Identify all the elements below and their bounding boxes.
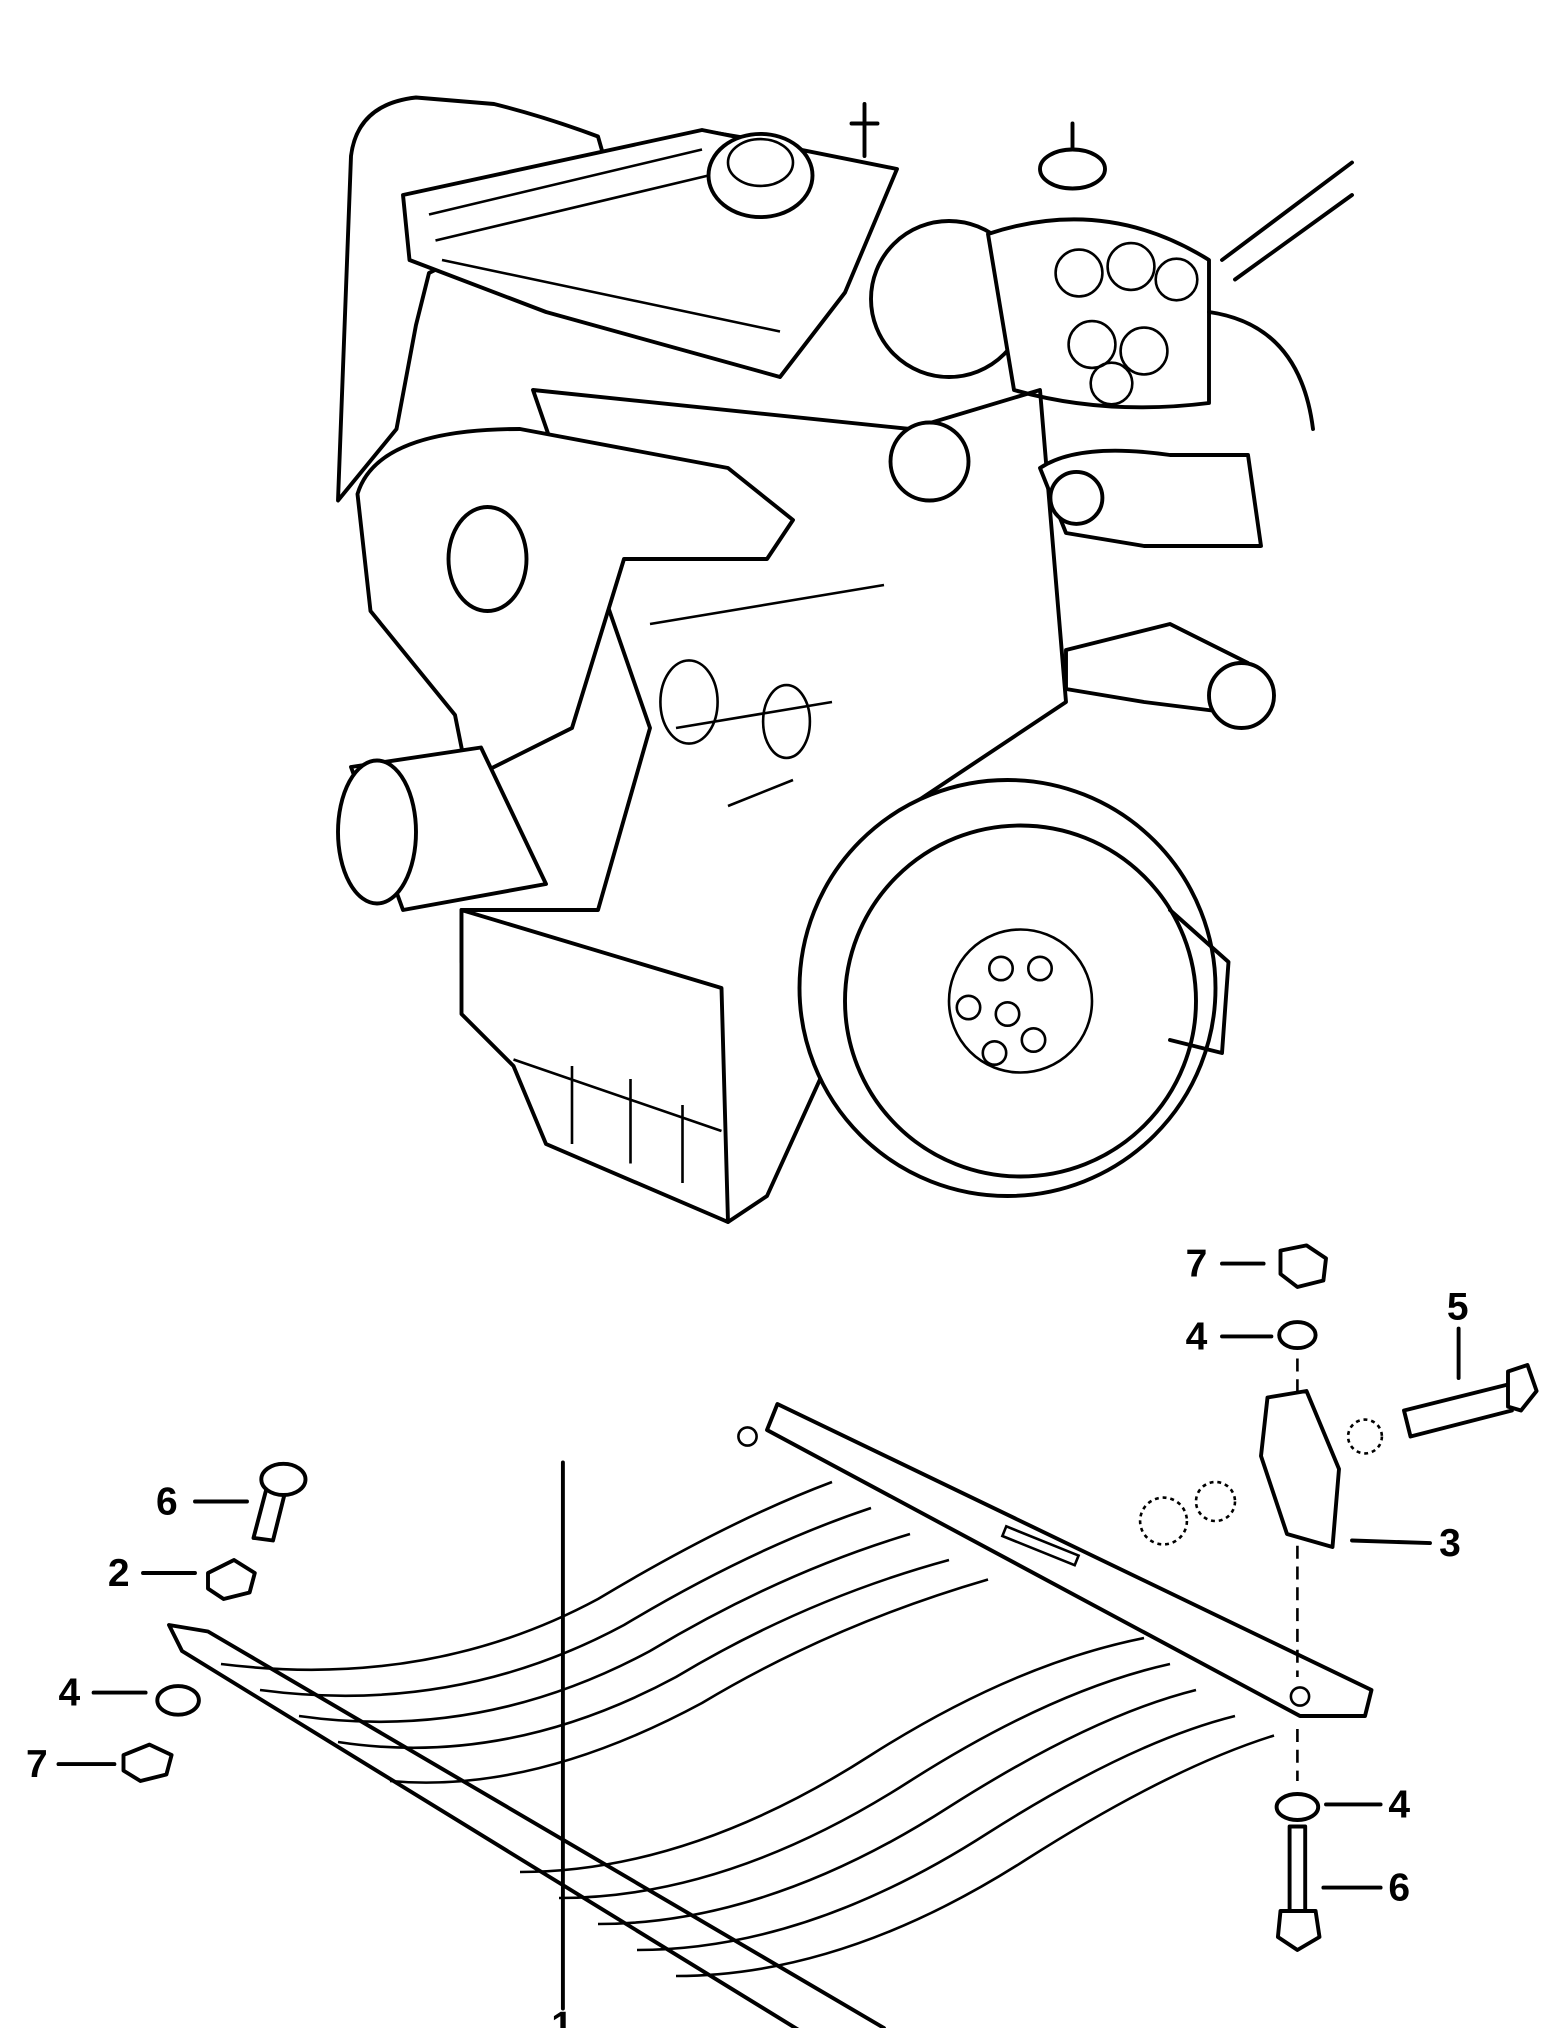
skid-plate-illustration [167, 1402, 1374, 2028]
callout-leaders [56, 1261, 1461, 2011]
callout-1: 1 [551, 2004, 573, 2028]
callout-2: 2 [108, 1552, 130, 1595]
callout-6-left: 6 [156, 1481, 178, 1524]
engine-block-illustration [336, 95, 1354, 1224]
callout-5: 5 [1447, 1286, 1469, 1329]
callout-labels: 7 4 5 3 6 2 4 7 4 6 1 [26, 1243, 1469, 2028]
hardware-illustration [121, 1243, 1539, 1952]
callout-7-left: 7 [26, 1743, 48, 1786]
callout-6-bottom-right: 6 [1388, 1867, 1410, 1910]
callout-3: 3 [1439, 1522, 1461, 1565]
callout-7-top-right: 7 [1186, 1243, 1208, 1286]
callout-4-top-right: 4 [1186, 1315, 1208, 1358]
callout-4-bottom-right: 4 [1388, 1783, 1410, 1826]
callout-4-left: 4 [58, 1672, 80, 1715]
